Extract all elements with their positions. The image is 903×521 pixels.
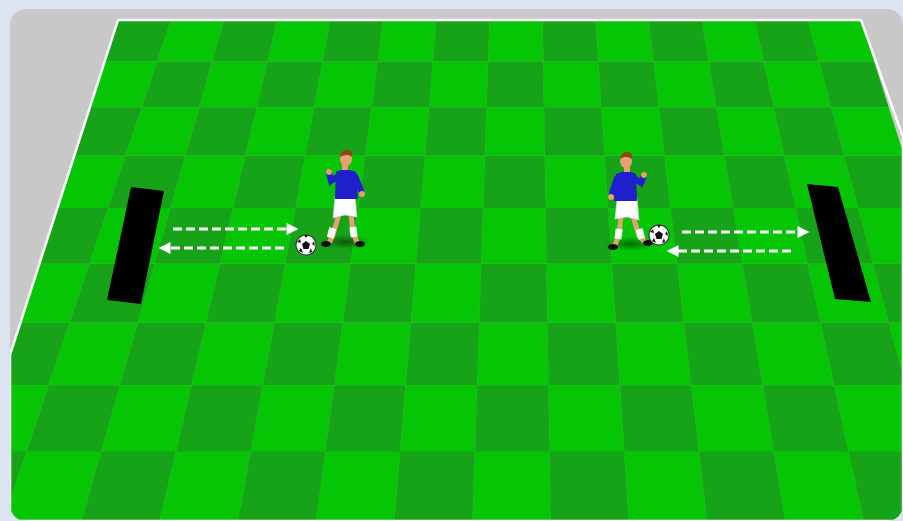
grass-tile	[220, 208, 296, 264]
grass-tile	[351, 208, 421, 264]
player-hand	[359, 191, 365, 197]
grass-tile	[549, 385, 625, 451]
grass-tile	[433, 20, 490, 62]
player-sock	[614, 228, 622, 239]
grass-tile	[233, 156, 305, 208]
player-sock	[349, 226, 357, 237]
grass-tile	[400, 385, 477, 451]
player-boot	[321, 241, 331, 247]
grass-tile	[659, 107, 725, 156]
grass-tile	[334, 323, 411, 386]
grass-tile	[372, 62, 433, 107]
grass-tile	[596, 20, 654, 62]
grass-tile	[323, 20, 384, 62]
grass-tile	[544, 107, 605, 156]
grass-tile	[425, 107, 487, 156]
grass-tile	[677, 264, 752, 323]
grass-tile	[684, 323, 763, 386]
grass-tile	[314, 62, 378, 107]
drill-diagram	[10, 9, 903, 521]
grass-tile	[546, 208, 612, 264]
grass-tile	[267, 20, 330, 62]
grass-tile	[479, 264, 547, 323]
grass-tile	[616, 323, 692, 386]
grass-tile	[305, 107, 372, 156]
grass-tile	[763, 385, 849, 451]
grass-tile	[821, 323, 903, 386]
grass-tile	[485, 107, 545, 156]
grass-tile	[481, 208, 546, 264]
player-boot	[608, 244, 618, 250]
grass-tile	[742, 264, 820, 323]
pitch-canvas	[10, 9, 903, 521]
grass-tile	[547, 264, 616, 323]
grass-tile	[691, 385, 774, 451]
grass-tile	[550, 452, 629, 521]
ball-right	[649, 225, 669, 245]
player-boot	[355, 241, 365, 247]
grass-tile	[365, 107, 429, 156]
grass-tile	[394, 452, 475, 521]
grass-tile	[358, 156, 425, 208]
grass-tile	[245, 107, 314, 156]
grass-tile	[483, 156, 545, 208]
grass-tile	[411, 264, 481, 323]
grass-tile	[755, 20, 819, 62]
grass-tile	[274, 264, 350, 323]
ball-left	[296, 235, 316, 255]
grass-tile	[620, 385, 699, 451]
grass-tile	[406, 323, 480, 386]
player-shorts	[333, 197, 357, 218]
grass-tile	[429, 62, 488, 107]
grass-tile	[325, 385, 405, 451]
grass-tile	[488, 20, 543, 62]
grass-tile	[473, 452, 551, 521]
grass-tile	[343, 264, 416, 323]
grass-tile	[545, 156, 608, 208]
grass-tile	[649, 20, 709, 62]
grass-tile	[665, 156, 734, 208]
grass-tile	[475, 385, 550, 451]
grass-tile	[702, 20, 764, 62]
grass-tile	[257, 62, 323, 107]
grass-tile	[416, 208, 483, 264]
player-shorts	[615, 199, 639, 220]
player-hand	[326, 169, 332, 175]
grass-tile	[774, 452, 864, 521]
grass-tile	[724, 156, 795, 208]
grass-tile	[548, 323, 620, 386]
grass-tile	[543, 20, 599, 62]
grass-tile	[421, 156, 485, 208]
grass-tile	[709, 62, 774, 107]
grass-tile	[251, 385, 335, 451]
grass-tile	[487, 62, 545, 107]
grass-tile	[477, 323, 548, 386]
player-hand	[608, 194, 614, 200]
grass-tile	[612, 264, 684, 323]
grass-tile	[601, 107, 664, 156]
grass-tile	[316, 452, 400, 521]
player-hand	[641, 172, 647, 178]
grass-tile	[263, 323, 343, 386]
grass-tile	[238, 452, 326, 521]
grass-tile	[671, 208, 743, 264]
grass-tile	[716, 107, 784, 156]
grass-tile	[624, 452, 707, 521]
grass-tile	[733, 208, 808, 264]
grass-tile	[206, 264, 285, 323]
grass-tile	[699, 452, 785, 521]
grass-tile	[192, 323, 275, 386]
grass-tile	[654, 62, 717, 107]
grass-tile	[598, 62, 659, 107]
grass-tile	[752, 323, 834, 386]
grass-tile	[378, 20, 437, 62]
grass-tile	[543, 62, 601, 107]
